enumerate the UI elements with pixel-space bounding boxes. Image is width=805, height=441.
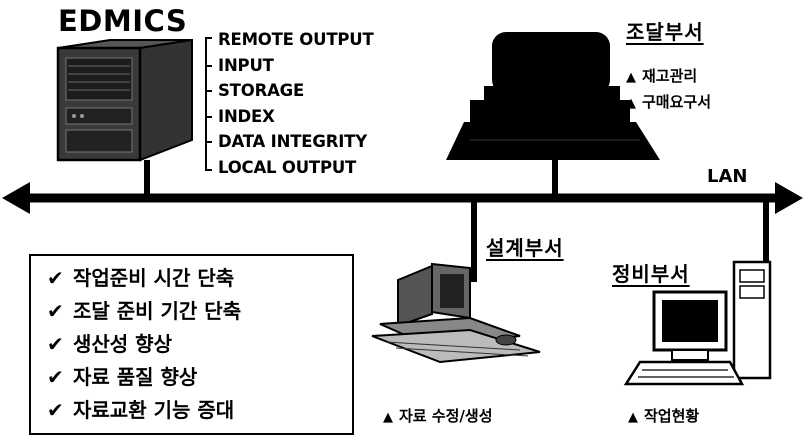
arrow-left-icon — [2, 182, 30, 214]
function-item: INDEX — [218, 106, 275, 126]
check-icon: ✔ — [47, 398, 64, 422]
check-icon: ✔ — [47, 299, 64, 323]
function-item: INPUT — [218, 55, 274, 75]
function-item: STORAGE — [218, 81, 305, 100]
benefit-item: ✔조달 준비 기간 단축 — [47, 295, 342, 328]
check-icon: ✔ — [47, 365, 64, 389]
function-item: REMOTE OUTPUT — [218, 30, 374, 49]
triangle-up-icon: ▲ — [626, 96, 636, 111]
procurement-task: ▲재고관리 — [626, 67, 698, 85]
design-task: ▲자료 수정/생성 — [383, 407, 493, 425]
edmics-function-list: REMOTE OUTPUT INPUT STORAGE INDEX DATA I… — [218, 27, 374, 180]
design-title: 설계부서 — [486, 236, 564, 260]
lan-label: LAN — [707, 166, 748, 187]
triangle-up-icon: ▲ — [626, 70, 636, 85]
function-bracket — [205, 37, 212, 171]
benefit-item: ✔작업준비 시간 단축 — [47, 262, 342, 295]
design-workstation-icon — [371, 262, 541, 364]
procurement-task-list: ▲재고관리 ▲구매요구서 — [626, 64, 711, 116]
benefit-item: ✔자료 품질 향상 — [47, 361, 342, 394]
lan-backbone — [2, 182, 803, 214]
triangle-up-icon: ▲ — [628, 410, 638, 425]
benefit-item: ✔자료교환 기능 증대 — [47, 394, 342, 427]
arrow-right-icon — [775, 182, 803, 214]
check-icon: ✔ — [47, 266, 64, 290]
function-item: DATA INTEGRITY — [218, 132, 367, 151]
procurement-task: ▲구매요구서 — [626, 93, 712, 111]
function-item: LOCAL OUTPUT — [218, 157, 357, 177]
benefits-box: ✔작업준비 시간 단축 ✔조달 준비 기간 단축 ✔생산성 향상 ✔자료 품질 … — [29, 254, 354, 435]
edmics-title: EDMICS — [58, 4, 188, 38]
check-icon: ✔ — [47, 332, 64, 356]
benefit-item: ✔생산성 향상 — [47, 328, 342, 361]
triangle-up-icon: ▲ — [383, 410, 393, 425]
maintenance-pc-icon — [623, 260, 772, 386]
edmics-server-icon — [56, 38, 193, 162]
maintenance-task: ▲작업현황 — [628, 407, 700, 425]
maintenance-title: 정비부서 — [612, 262, 690, 286]
procurement-title: 조달부서 — [626, 20, 704, 44]
procurement-terminal-icon — [446, 32, 660, 160]
